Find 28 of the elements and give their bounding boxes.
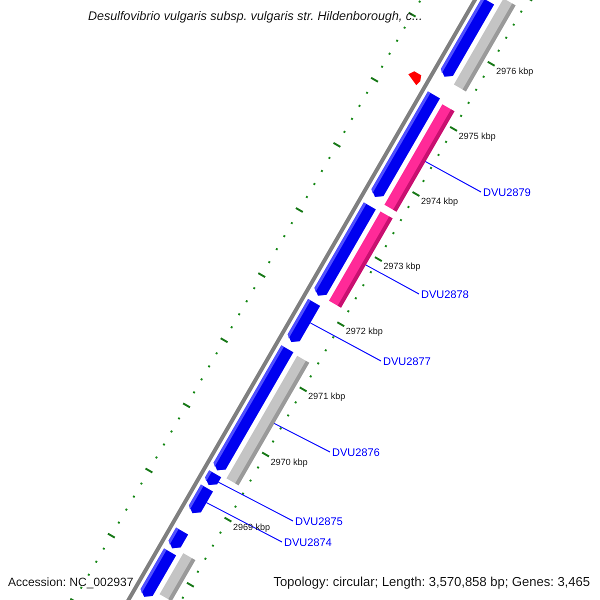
leader-line <box>206 502 282 542</box>
gene-label: DVU2874 <box>284 536 332 550</box>
scale-label: 2970 kbp <box>270 456 308 466</box>
leader-line <box>218 482 294 522</box>
leader-line <box>424 161 482 192</box>
gene-label: DVU2879 <box>483 186 531 200</box>
scale-label: 2969 kbp <box>232 522 270 532</box>
gene-label: DVU2877 <box>383 355 431 369</box>
scale-label: 2975 kbp <box>458 130 496 141</box>
gene-label: DVU2876 <box>332 446 380 460</box>
scale-label: 2972 kbp <box>346 326 383 336</box>
gene-label: DVU2878 <box>421 288 469 302</box>
gene-feature <box>168 528 188 548</box>
genome-info-text: Topology: circular; Length: 3,570,858 bp; Genes: 3,465 <box>273 574 590 589</box>
gene-feature <box>188 484 214 514</box>
leader-line <box>365 264 420 294</box>
leader-line <box>310 322 382 362</box>
accession-text: Accession: NC_002937 <box>8 575 134 589</box>
gene-feature <box>288 298 320 342</box>
gene-feature <box>205 470 222 486</box>
scale-label: 2973 kbp <box>383 261 420 272</box>
scale-label: 2971 kbp <box>308 391 346 402</box>
gene-feature <box>140 548 176 597</box>
leader-line <box>274 423 330 452</box>
title: Desulfovibrio vulgaris subsp. vulgaris str. Hildenborough, c... <box>88 9 422 23</box>
scale-label: 2976 kbp <box>496 66 534 76</box>
gene-label: DVU2875 <box>295 515 343 529</box>
scale-label: 2974 kbp <box>420 196 458 206</box>
